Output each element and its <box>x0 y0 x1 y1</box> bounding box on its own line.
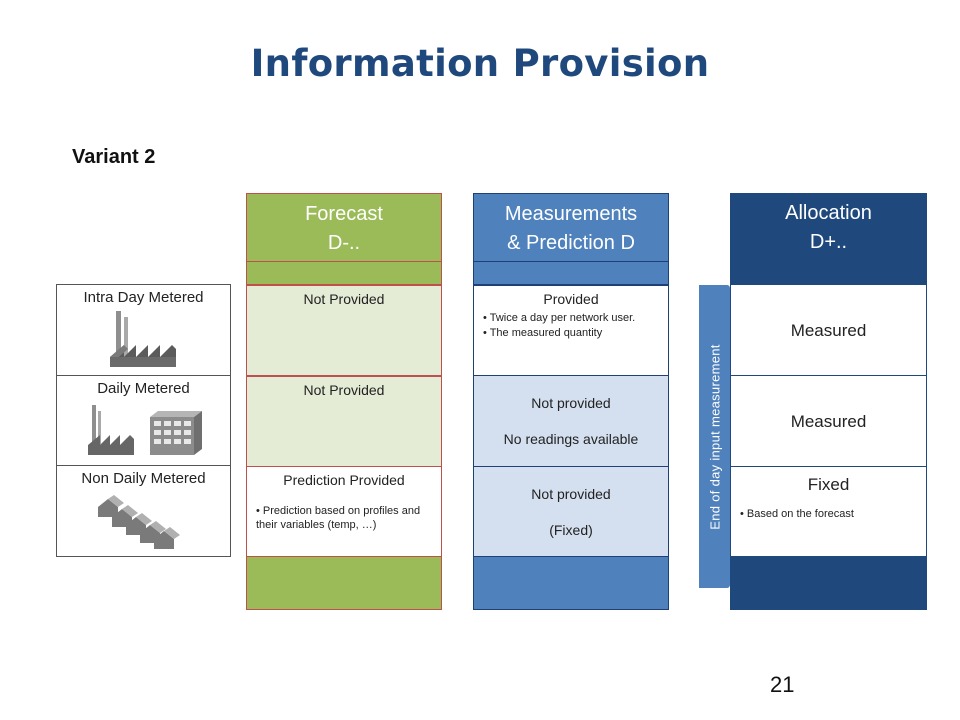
houses-icon <box>97 495 180 549</box>
row-label-text: Non Daily Metered <box>81 470 206 487</box>
cell-line1: Not provided <box>531 395 611 411</box>
factory-office-icon <box>87 405 202 455</box>
row-label-text: Daily Metered <box>97 380 190 397</box>
cell-heading: Not Provided <box>303 382 385 398</box>
forecast-daily-cell: Not Provided <box>246 376 442 467</box>
forecast-header-band <box>246 262 442 285</box>
allocation-column-header: Allocation D+.. <box>730 193 927 285</box>
measurements-header-line2: & Prediction D <box>507 232 635 254</box>
end-of-day-label: End of day input measurement <box>707 343 722 530</box>
allocation-non-daily-cell: Fixed • Based on the forecast <box>730 467 927 557</box>
cell-heading: Measured <box>790 321 867 340</box>
page-number: 21 <box>770 672 795 697</box>
allocation-footer-band <box>730 557 927 610</box>
row-label-intra-day: Intra Day Metered <box>56 284 231 376</box>
cell-heading: Fixed <box>807 475 850 494</box>
cell-heading: Prediction Provided <box>283 472 405 488</box>
cell-bullet: • Twice a day per network user. <box>483 312 636 324</box>
forecast-column-header: Forecast D-.. <box>246 193 442 262</box>
cell-line2: (Fixed) <box>549 522 593 538</box>
factory-icon <box>109 311 176 367</box>
forecast-intra-day-cell: Not Provided <box>246 285 442 376</box>
measurements-footer-band <box>473 557 669 610</box>
page-title: Information Provision <box>250 42 710 85</box>
row-label-non-daily: Non Daily Metered <box>56 466 231 557</box>
measurements-column-header: Measurements & Prediction D <box>473 193 669 262</box>
variant-label: Variant 2 <box>72 146 156 168</box>
measurements-header-band <box>473 262 669 285</box>
cell-heading: Not Provided <box>303 291 385 307</box>
measurements-daily-cell: Not provided No readings available <box>473 376 669 467</box>
cell-bullet: • Prediction based on profiles and their… <box>256 505 421 531</box>
row-label-daily: Daily Metered <box>56 376 231 466</box>
cell-heading: Provided <box>543 291 599 307</box>
allocation-intra-day-cell: Measured <box>730 285 927 376</box>
row-label-text: Intra Day Metered <box>83 289 204 306</box>
measurements-intra-day-cell: Provided • Twice a day per network user.… <box>473 285 669 376</box>
cell-line2: No readings available <box>503 431 639 447</box>
forecast-header-line1: Forecast <box>305 203 383 225</box>
allocation-header-line2: D+.. <box>809 231 848 253</box>
cell-bullet: • The measured quantity <box>483 327 603 339</box>
cell-line1: Not provided <box>531 486 611 502</box>
forecast-footer-band <box>246 557 442 610</box>
forecast-header-line2: D-.. <box>327 232 361 254</box>
measurements-header-line1: Measurements <box>504 203 638 225</box>
allocation-daily-cell: Measured <box>730 376 927 467</box>
end-of-day-bar: End of day input measurement <box>699 285 730 588</box>
measurements-non-daily-cell: Not provided (Fixed) <box>473 467 669 557</box>
cell-bullet: • Based on the forecast <box>740 508 854 520</box>
cell-heading: Measured <box>790 412 867 431</box>
allocation-header-line1: Allocation <box>785 202 872 224</box>
forecast-non-daily-cell: Prediction Provided • Prediction based o… <box>246 467 442 557</box>
